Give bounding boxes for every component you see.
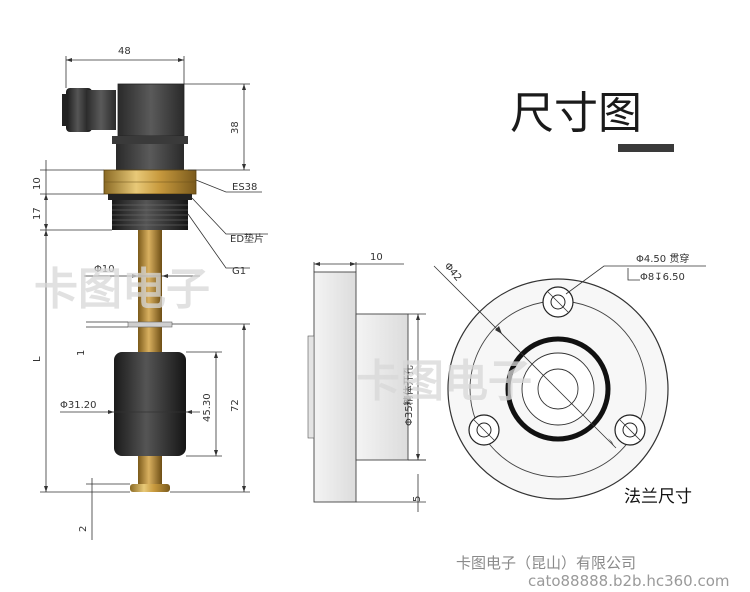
footer-company: 卡图电子（昆山）有限公司 (456, 554, 636, 572)
dim-length: L (32, 356, 43, 362)
dim-float-height: 45.30 (202, 393, 213, 422)
gasket (108, 194, 192, 200)
label-nut: ES38 (232, 182, 257, 193)
flange-plate (313, 271, 357, 503)
dim-flange-thickness: 10 (370, 252, 383, 263)
page-title: 尺寸图 (510, 88, 642, 139)
flange-boss (355, 313, 409, 461)
bolt-hole-right (614, 414, 646, 446)
stop-ring (127, 321, 173, 328)
dim-bore: Φ35精体开孔 (402, 365, 415, 426)
dim-tip: 2 (78, 526, 89, 532)
dim-hole: Φ4.50 贯穿 (636, 252, 689, 265)
tip-clip (130, 484, 170, 492)
connector-housing (117, 83, 185, 137)
float (114, 352, 186, 456)
flange-ring (505, 336, 611, 442)
dim-pcd: Φ42 (442, 261, 464, 284)
label-thread: G1 (232, 266, 246, 277)
dim-counterbore: Φ8↧6.50 (640, 272, 685, 283)
flange-front-view: Φ42 Φ4.50 贯穿 Φ8↧6.50 法兰尺寸 (433, 252, 706, 507)
dim-connector-height: 38 (230, 121, 241, 134)
dim-thread-height: 17 (32, 207, 43, 220)
bolt-hole-top (542, 286, 574, 318)
flange-caption: 法兰尺寸 (624, 487, 692, 507)
watermark-left: 卡图电子 (34, 264, 210, 315)
side-view: 48 38 10 17 L ES38 ED垫片 G1 (32, 46, 268, 540)
dim-float-span: 72 (230, 399, 241, 412)
dim-float-diameter: Φ31.20 (60, 400, 97, 411)
watermark-right: 卡图电子 (356, 356, 532, 407)
dim-rod-diameter: Φ10 (94, 264, 115, 275)
dim-ring-gap: 1 (76, 350, 87, 356)
dim-width: 48 (118, 46, 131, 57)
cable-gland (66, 88, 92, 132)
dim-step: 5 (412, 496, 423, 502)
bolt-hole-left (468, 414, 500, 446)
title-underline (618, 144, 674, 152)
footer-site: cato88888.b2b.hc360.com (528, 572, 730, 590)
flange-side-view: 10 Φ35精体开孔 5 (307, 252, 426, 512)
dim-nut-height: 10 (32, 177, 43, 190)
label-gasket: ED垫片 (230, 232, 264, 245)
